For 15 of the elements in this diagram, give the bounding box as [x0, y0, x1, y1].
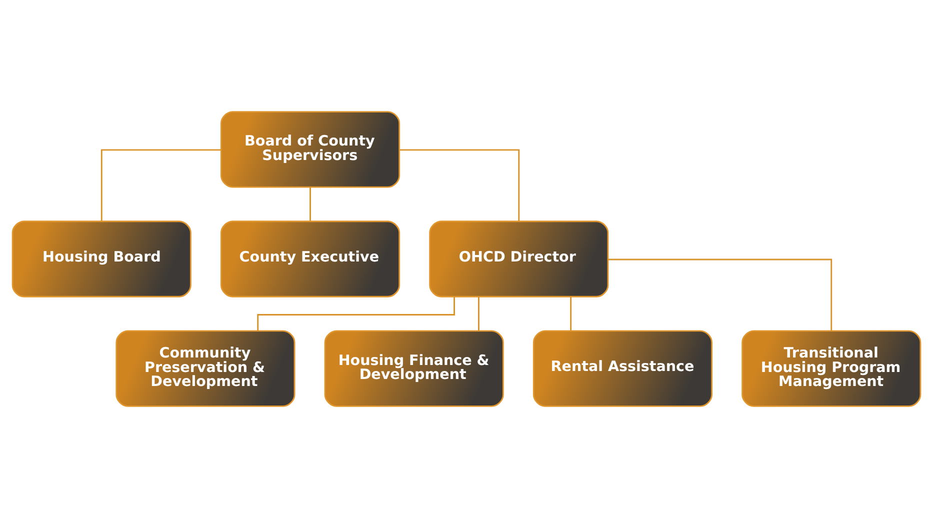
- connector: [100, 148, 222, 221]
- connector: [310, 186, 311, 221]
- node-box: Board of County Supervisors: [220, 110, 400, 188]
- node-box: OHCD Director: [429, 220, 609, 297]
- connector: [478, 296, 480, 330]
- connector: [257, 296, 455, 330]
- node-box: Housing Board: [12, 220, 192, 297]
- node-box: Rental Assistance: [532, 330, 713, 406]
- node-box: Housing Finance & Development: [324, 330, 504, 406]
- node-box: County Executive: [220, 220, 400, 297]
- connector: [399, 148, 520, 221]
- node-box: Community Preservation & Development: [116, 330, 296, 406]
- node-box: Transitional Housing Program Management: [742, 330, 922, 406]
- connector: [608, 258, 832, 330]
- connector: [570, 296, 572, 330]
